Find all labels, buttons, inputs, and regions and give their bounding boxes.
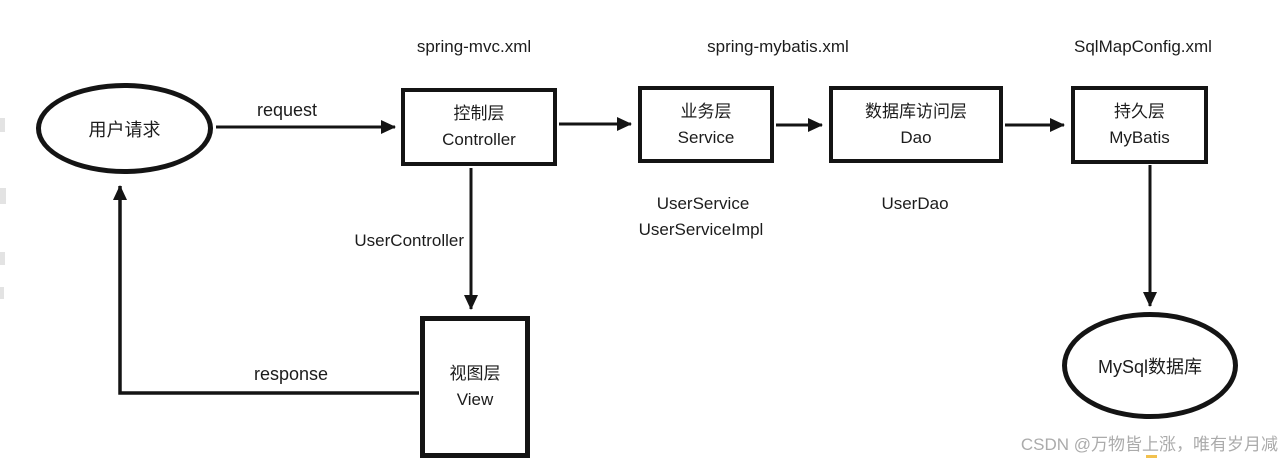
node-user-request-label: 用户请求 (88, 119, 161, 140)
node-view-subtitle: View (456, 390, 494, 409)
node-mybatis: 持久层 MyBatis (1071, 86, 1208, 164)
annotation-userserviceimpl: UserServiceImpl (638, 220, 764, 239)
node-user-request: 用户请求 (36, 83, 213, 174)
node-service-title: 业务层 (680, 101, 732, 121)
node-view: 视图层 View (420, 316, 530, 458)
annotation-userservice: UserService (656, 194, 750, 213)
edge-label-response: response (253, 364, 329, 384)
node-mybatis-title: 持久层 (1114, 102, 1165, 121)
node-service-subtitle: Service (677, 127, 735, 147)
node-view-title: 视图层 (449, 364, 501, 383)
left-edge-watermark-artifact (0, 287, 4, 299)
node-controller-subtitle: Controller (442, 130, 516, 149)
node-service: 业务层 Service (638, 86, 774, 163)
node-dao-subtitle: Dao (900, 127, 932, 147)
edge-label-request: request (256, 100, 318, 120)
left-edge-watermark-artifact (0, 118, 5, 132)
node-dao: 数据库访问层 Dao (829, 86, 1003, 163)
left-edge-watermark-artifact (0, 252, 5, 265)
arrow-response (113, 185, 419, 395)
accent-mark (1146, 455, 1157, 458)
annotation-userdao: UserDao (881, 194, 949, 213)
node-mysql-db-label: MySql数据库 (1097, 356, 1202, 377)
node-mysql-db: MySql数据库 (1062, 312, 1238, 419)
config-label-sqlmapconfig: SqlMapConfig.xml (1074, 37, 1212, 56)
csdn-watermark: CSDN @万物皆上涨，唯有岁月减 (1020, 435, 1278, 454)
annotation-usercontroller: UserController (354, 231, 464, 250)
node-controller: 控制层 Controller (401, 88, 557, 166)
config-label-spring-mybatis: spring-mybatis.xml (707, 37, 849, 56)
left-edge-watermark-artifact (0, 188, 6, 204)
config-label-spring-mvc: spring-mvc.xml (416, 37, 532, 56)
node-dao-title: 数据库访问层 (865, 101, 967, 121)
node-controller-title: 控制层 (453, 104, 505, 123)
node-mybatis-subtitle: MyBatis (1109, 128, 1170, 147)
